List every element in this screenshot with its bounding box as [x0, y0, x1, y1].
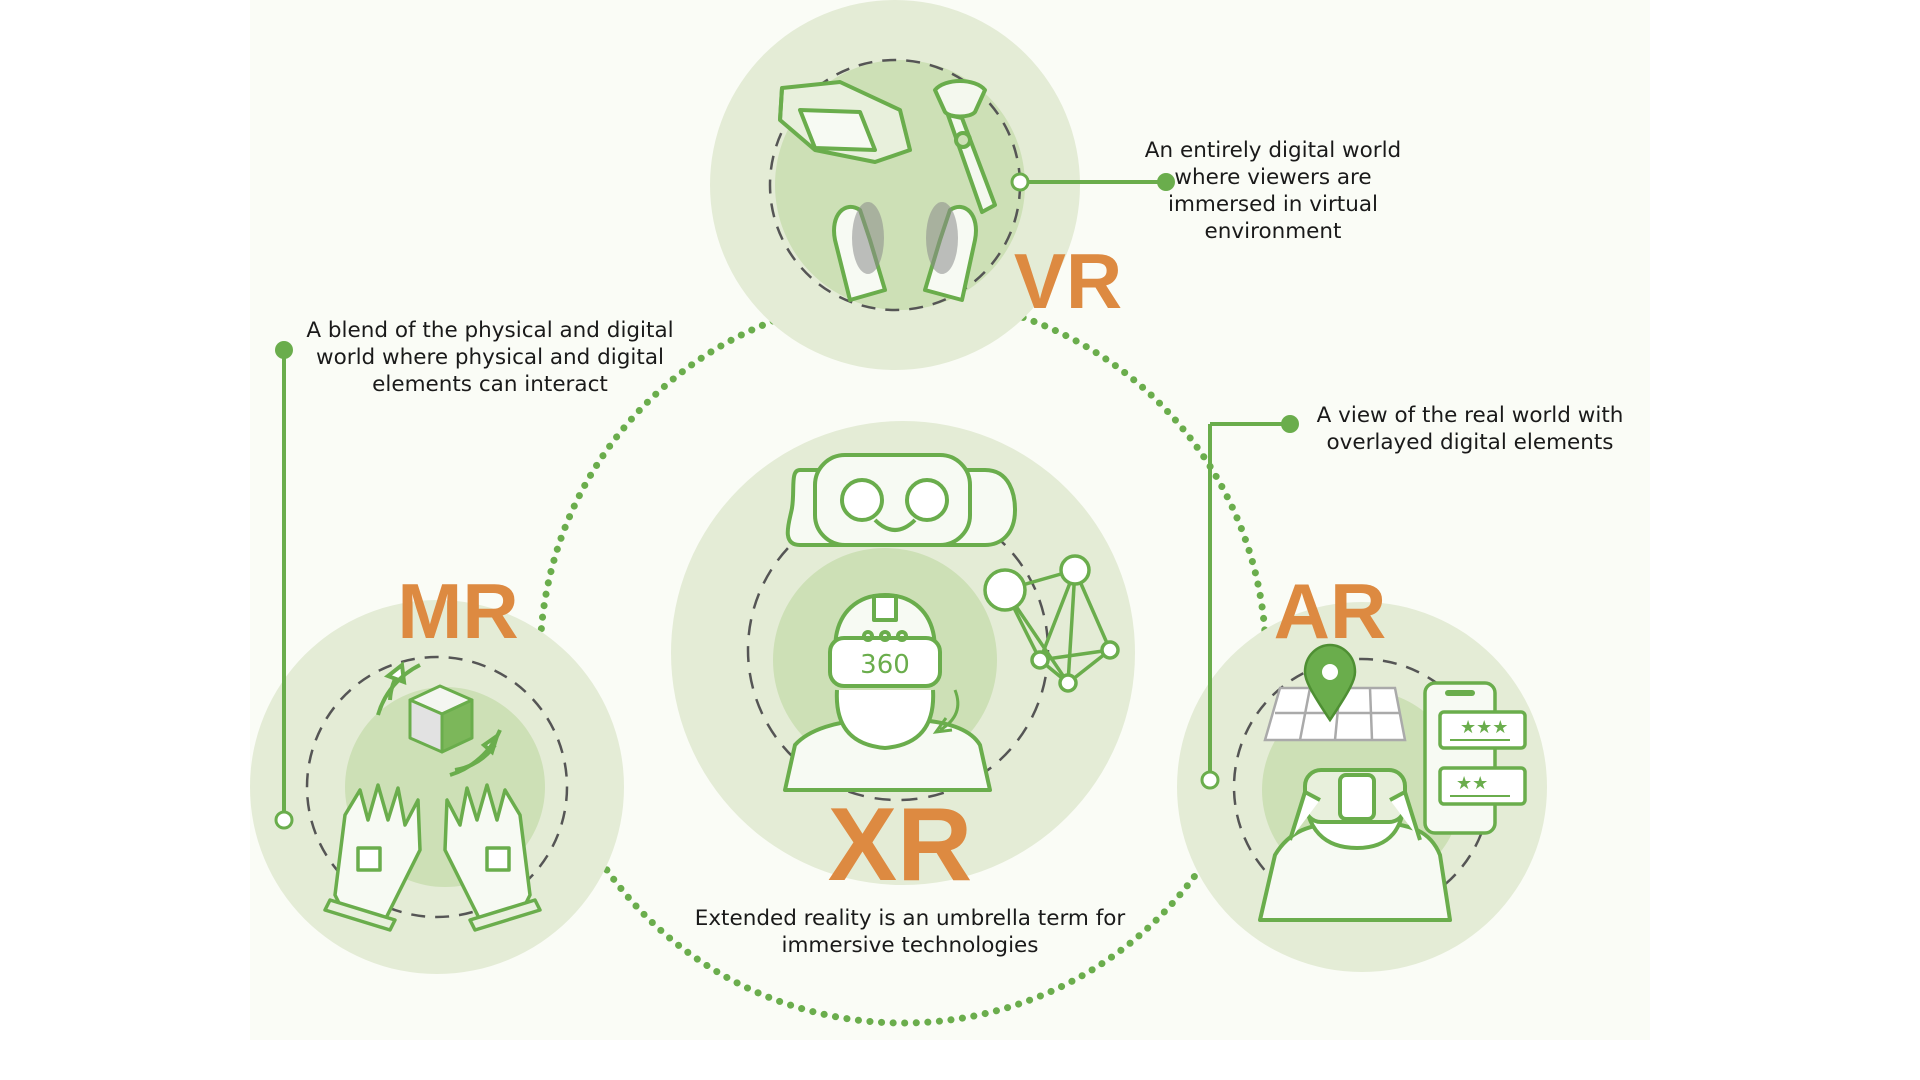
- cube-icon: [408, 684, 474, 754]
- vr-description-line: An entirely digital world: [1144, 138, 1402, 163]
- xr-rotate-arrow-icon: [939, 689, 960, 732]
- network-icon: [983, 554, 1120, 693]
- xr-description-line: Extended reality is an umbrella term for: [694, 906, 1126, 931]
- headset-360-text: 360: [860, 650, 910, 680]
- mr-description-line: A blend of the physical and digital: [306, 318, 674, 343]
- vr-label: VR: [1014, 237, 1122, 325]
- mr-connector-end-dot: [275, 341, 293, 359]
- vr-connector-end-dot: [1157, 173, 1175, 191]
- vr-description-line: environment: [1204, 219, 1342, 244]
- vr-description: An entirely digital world where viewers …: [1123, 137, 1423, 245]
- map-pin-icon: [1263, 643, 1407, 742]
- xr-description-line: immersive technologies: [781, 933, 1039, 958]
- mr-cluster: MR: [250, 341, 624, 974]
- vr-controller-icon: [933, 79, 997, 214]
- xr-arrowhead-icon: [932, 717, 953, 734]
- ar-cluster: ★★★ ★★ AR: [1177, 415, 1547, 972]
- xr-label: XR: [828, 787, 972, 903]
- vr-description-line: where viewers are: [1174, 165, 1372, 190]
- ar-connector-start-dot: [1200, 770, 1220, 790]
- ar-connector-end-dot: [1281, 415, 1299, 433]
- headset-360-icon: [783, 593, 992, 792]
- ar-label: AR: [1274, 567, 1387, 655]
- mr-description-line: world where physical and digital: [316, 345, 664, 370]
- mr-description: A blend of the physical and digital worl…: [290, 317, 690, 398]
- ar-description-line: A view of the real world with: [1316, 403, 1624, 428]
- rotate-arrows-icon: [376, 661, 502, 777]
- phone-reviews-icon: ★★★ ★★: [1423, 681, 1527, 835]
- vr-headset-icon: [778, 80, 912, 164]
- vr-description-line: immersed in virtual: [1167, 192, 1378, 217]
- svg-text:★★: ★★: [1456, 773, 1488, 794]
- mr-dashed-ring: [305, 655, 569, 919]
- ar-description-line: overlayed digital elements: [1326, 430, 1614, 455]
- mr-connector-start-dot: [274, 810, 294, 830]
- person-phone-icon: [1258, 768, 1452, 922]
- mr-label: MR: [397, 567, 518, 655]
- xr-description: Extended reality is an umbrella term for…: [680, 905, 1140, 959]
- xr-cluster: 360 XR: [671, 421, 1135, 903]
- vr-cluster: VR: [710, 0, 1175, 370]
- mr-description-line: elements can interact: [372, 372, 608, 397]
- svg-text:★★★: ★★★: [1460, 717, 1508, 738]
- vr-connector-start-dot: [1010, 172, 1030, 192]
- glove-hands-icon: [323, 783, 542, 932]
- hands-icon: [832, 202, 978, 302]
- goggles-icon: [785, 453, 1018, 547]
- ar-description: A view of the real world with overlayed …: [1290, 402, 1650, 456]
